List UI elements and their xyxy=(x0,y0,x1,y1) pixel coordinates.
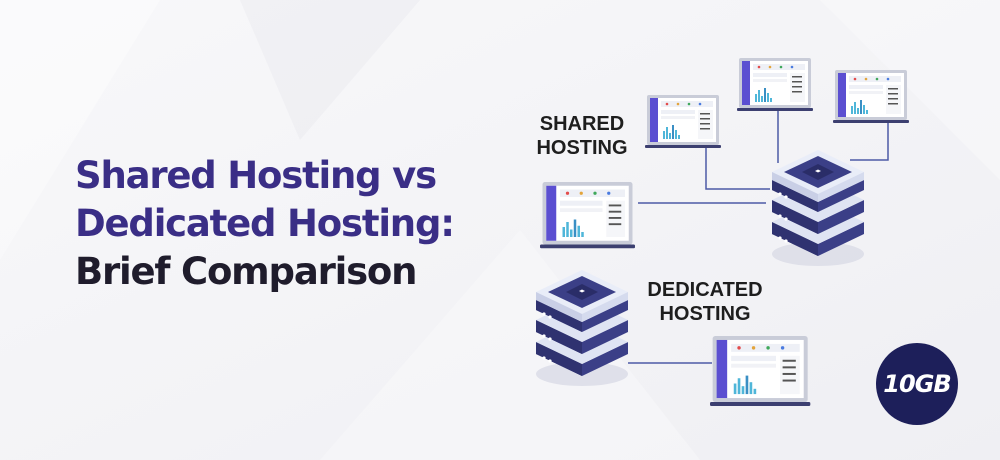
connector-lines xyxy=(628,108,889,364)
title-line-2: Dedicated Hosting: xyxy=(75,202,455,245)
shared-label-line-2: HOSTING xyxy=(536,137,628,159)
dedicated-label-line-1: DEDICATED xyxy=(647,279,763,301)
laptop-dedicated xyxy=(710,336,811,406)
laptop-shared-4 xyxy=(540,182,635,249)
title-line-3: Brief Comparison xyxy=(75,250,418,293)
shared-label-line-1: SHARED xyxy=(539,113,625,135)
laptop-shared-3 xyxy=(833,70,909,123)
brand-logo: 10GB xyxy=(876,343,958,425)
dedicated-label-line-2: HOSTING xyxy=(659,303,751,325)
laptop-shared-1 xyxy=(645,95,721,148)
dedicated-hosting-label: DEDICATED HOSTING xyxy=(632,278,778,326)
title-line-1: Shared Hosting vs xyxy=(75,154,437,197)
page-title: Shared Hosting vs Dedicated Hosting: Bri… xyxy=(75,152,455,296)
laptop-shared-2 xyxy=(737,58,813,111)
server-dedicated xyxy=(536,270,628,386)
shared-hosting-label: SHARED HOSTING xyxy=(518,112,646,160)
brand-logo-text: 10GB xyxy=(883,370,951,398)
server-shared xyxy=(772,150,864,266)
